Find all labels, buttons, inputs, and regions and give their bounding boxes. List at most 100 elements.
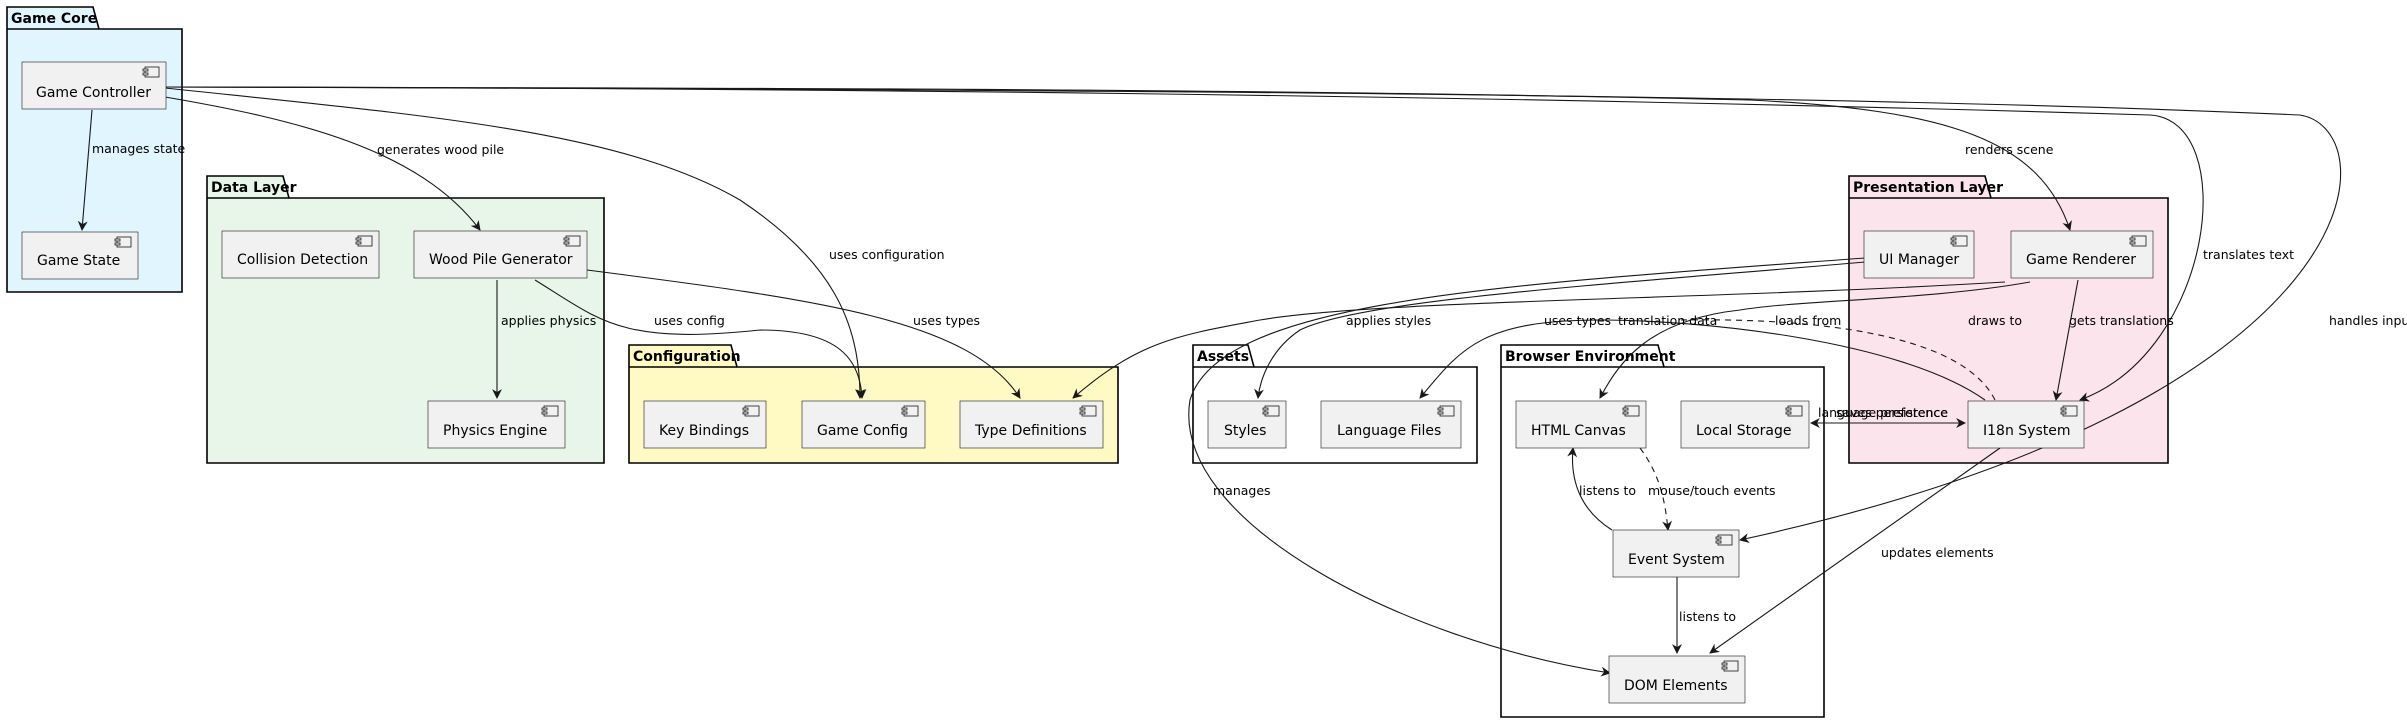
- package-label: Presentation Layer: [1853, 180, 2003, 196]
- label-renders-scene: renders scene: [1965, 142, 2054, 157]
- component-physics-engine[interactable]: Physics Engine: [427, 400, 566, 449]
- component-key-bindings[interactable]: Key Bindings: [643, 400, 767, 449]
- label-loads-from: loads from: [1775, 313, 1841, 328]
- component-icon: [1264, 405, 1280, 417]
- component-icon: [1952, 235, 1968, 247]
- edge-handles-input: [164, 86, 2342, 543]
- component-icon: [1787, 405, 1803, 417]
- component-icon: [1079, 407, 1086, 411]
- component-game-config[interactable]: Game Config: [801, 400, 926, 449]
- edge-generates-wood-pile: [164, 96, 481, 231]
- edges: [77, 86, 2342, 677]
- component-icon: [1624, 405, 1640, 417]
- component-icon: [742, 411, 749, 415]
- component-icon: [1723, 660, 1739, 672]
- package-label: Game Core: [11, 11, 97, 27]
- component-icon: [1785, 411, 1792, 415]
- label-handles-input: handles input: [2329, 313, 2407, 328]
- component-label: Game Controller: [36, 85, 151, 101]
- component-label: Language Files: [1337, 423, 1441, 439]
- label-applies-physics: applies physics: [501, 313, 596, 328]
- component-icon: [142, 68, 149, 72]
- label-gets-translations: gets translations: [2069, 313, 2174, 328]
- component-html-canvas[interactable]: HTML Canvas: [1515, 400, 1647, 449]
- component-icon: [1950, 241, 1957, 245]
- component-label: I18n System: [1983, 423, 2070, 439]
- component-icon: [142, 72, 149, 76]
- component-game-controller[interactable]: Game Controller: [21, 61, 167, 110]
- component-icon: [1262, 411, 1269, 415]
- component-event-system[interactable]: Event System: [1612, 529, 1740, 578]
- edge-applies-styles: [1254, 261, 1866, 399]
- component-i18n-system[interactable]: I18n System: [1967, 400, 2085, 449]
- component-label: Wood Pile Generator: [429, 252, 573, 268]
- package-label: Assets: [1197, 349, 1249, 365]
- label-manages-state: manages state: [92, 141, 186, 156]
- label-mouse-touch-events: mouse/touch events: [1648, 483, 1776, 498]
- component-label: Type Definitions: [974, 423, 1087, 439]
- component-label: Key Bindings: [659, 423, 749, 439]
- label-generates-wood-pile: generates wood pile: [377, 142, 504, 157]
- component-icon: [742, 407, 749, 411]
- component-icon: [543, 405, 559, 417]
- component-language-files[interactable]: Language Files: [1320, 400, 1462, 449]
- component-label: Event System: [1628, 552, 1725, 568]
- label-manages: manages: [1213, 483, 1271, 498]
- edge-labels: manages state generates wood pile uses c…: [92, 141, 2407, 624]
- label-applies-styles: applies styles: [1346, 313, 1431, 328]
- component-icon: [1715, 536, 1722, 540]
- component-ui-manager[interactable]: UI Manager: [1863, 230, 1975, 279]
- component-icon: [1785, 407, 1792, 411]
- component-icon: [901, 411, 908, 415]
- component-styles[interactable]: Styles: [1207, 400, 1287, 449]
- component-icon: [744, 405, 760, 417]
- component-icon: [116, 236, 132, 248]
- component-icon: [1081, 405, 1097, 417]
- package-label: Data Layer: [211, 180, 297, 196]
- component-icon: [541, 411, 548, 415]
- edge-mouse-touch-events: [1639, 447, 1673, 531]
- label-listens-to-dom: listens to: [1679, 609, 1736, 624]
- component-icon: [1439, 405, 1455, 417]
- component-icon: [2129, 241, 2136, 245]
- component-icon: [2129, 237, 2136, 241]
- component-wood-pile-generator[interactable]: Wood Pile Generator: [413, 230, 588, 279]
- component-icon: [1622, 407, 1629, 411]
- component-icon: [565, 235, 581, 247]
- component-local-storage[interactable]: Local Storage: [1680, 400, 1810, 449]
- component-label: Game Config: [817, 423, 908, 439]
- component-icon: [1950, 237, 1957, 241]
- component-icon: [1437, 411, 1444, 415]
- component-icon: [2060, 411, 2067, 415]
- component-icon: [114, 238, 121, 242]
- component-game-renderer[interactable]: Game Renderer: [2010, 230, 2154, 279]
- component-icon: [2062, 405, 2078, 417]
- label-translation-data: translation data: [1618, 313, 1717, 328]
- label-updates-elements: updates elements: [1881, 545, 1994, 560]
- component-icon: [1717, 534, 1733, 546]
- component-icon: [357, 235, 373, 247]
- edge-manages-state: [77, 109, 93, 231]
- edge-manages: [1188, 257, 1866, 677]
- component-label: Styles: [1224, 423, 1266, 439]
- component-game-state[interactable]: Game State: [21, 231, 139, 280]
- component-icon: [2060, 407, 2067, 411]
- component-icon: [1079, 411, 1086, 415]
- edge-listens-to-canvas: [1567, 447, 1613, 531]
- component-icon: [1262, 407, 1269, 411]
- edge-translation-data: [1419, 319, 1986, 401]
- component-label: Game Renderer: [2026, 252, 2136, 268]
- component-icon: [114, 242, 121, 246]
- component-icon: [355, 237, 362, 241]
- label-language-preference: language preference: [1818, 405, 1948, 420]
- component-icon: [563, 241, 570, 245]
- label-draws-to: draws to: [1968, 313, 2022, 328]
- component-dom-elements[interactable]: DOM Elements: [1608, 655, 1746, 704]
- component-collision-detection[interactable]: Collision Detection: [221, 230, 380, 279]
- component-icon: [2131, 235, 2147, 247]
- component-type-definitions[interactable]: Type Definitions: [959, 400, 1104, 449]
- label-saves-persistence: saves persistence: [1836, 405, 1948, 420]
- component-label: UI Manager: [1879, 252, 1959, 268]
- component-icon: [1622, 411, 1629, 415]
